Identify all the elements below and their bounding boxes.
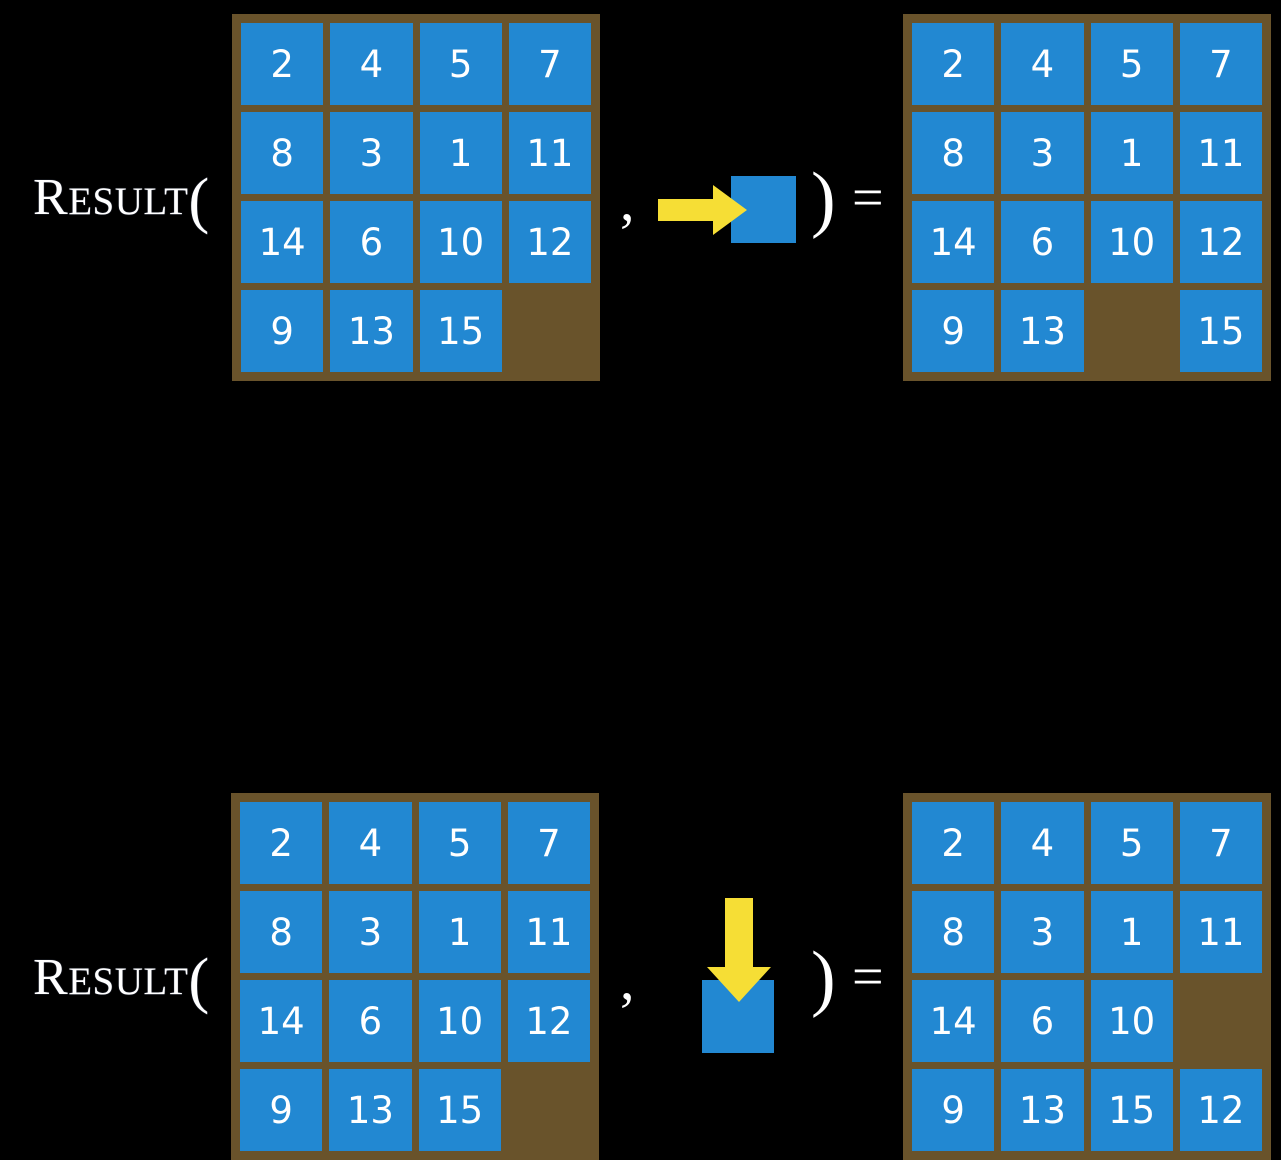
blank-tile[interactable] — [1180, 980, 1262, 1062]
tile[interactable]: 1 — [1090, 891, 1173, 973]
tile[interactable]: 12 — [1179, 1069, 1262, 1151]
tile[interactable]: 14 — [241, 201, 324, 283]
tile[interactable]: 13 — [329, 1069, 412, 1151]
tile[interactable]: 4 — [1001, 23, 1084, 105]
tile[interactable]: 7 — [1179, 23, 1262, 105]
tile[interactable]: 3 — [1001, 891, 1084, 973]
arrow-down-icon — [707, 898, 771, 1002]
tile[interactable]: 3 — [330, 112, 413, 194]
equation-row-right-move: RESULT( 2 4 5 7 8 3 1 11 14 6 10 12 9 13… — [0, 0, 1281, 390]
tile[interactable]: 6 — [330, 201, 413, 283]
result-label-rest: ESULT — [68, 960, 189, 1003]
tile[interactable]: 9 — [240, 1069, 323, 1151]
tile[interactable]: 10 — [1090, 980, 1173, 1062]
equals-sign: = — [852, 946, 884, 1008]
tile[interactable]: 15 — [1090, 1069, 1173, 1151]
tile[interactable]: 5 — [1090, 802, 1173, 884]
tile[interactable]: 11 — [508, 112, 591, 194]
tile[interactable]: 8 — [912, 891, 995, 973]
tile[interactable]: 11 — [1179, 891, 1262, 973]
tile[interactable]: 9 — [912, 290, 995, 372]
tile[interactable]: 6 — [329, 980, 412, 1062]
blank-tile[interactable] — [1091, 290, 1173, 372]
open-paren: ( — [188, 947, 210, 1015]
open-paren: ( — [188, 167, 210, 235]
tile[interactable]: 8 — [912, 112, 995, 194]
tile[interactable]: 3 — [329, 891, 412, 973]
tile[interactable]: 8 — [240, 891, 323, 973]
tile[interactable]: 1 — [1090, 112, 1173, 194]
initial-state-board-bottom: 2 4 5 7 8 3 1 11 14 6 10 12 9 13 15 — [231, 793, 599, 1160]
result-label-rest: ESULT — [68, 180, 189, 223]
tile[interactable]: 1 — [418, 891, 501, 973]
tile[interactable]: 12 — [507, 980, 590, 1062]
tile[interactable]: 5 — [419, 23, 502, 105]
close-paren: ) — [811, 158, 836, 240]
tile[interactable]: 7 — [508, 23, 591, 105]
tile[interactable]: 2 — [912, 802, 995, 884]
tile[interactable]: 15 — [419, 290, 502, 372]
tile[interactable]: 2 — [912, 23, 995, 105]
tile[interactable]: 6 — [1001, 201, 1084, 283]
tile[interactable]: 9 — [241, 290, 324, 372]
tile[interactable]: 11 — [1179, 112, 1262, 194]
tile[interactable]: 10 — [419, 201, 502, 283]
result-state-board-bottom: 2 4 5 7 8 3 1 11 14 6 10 9 13 15 12 — [903, 793, 1271, 1160]
blank-tile[interactable] — [508, 1069, 590, 1151]
tile[interactable]: 13 — [330, 290, 413, 372]
tile[interactable]: 11 — [507, 891, 590, 973]
tile[interactable]: 2 — [241, 23, 324, 105]
tile[interactable]: 2 — [240, 802, 323, 884]
tile[interactable]: 13 — [1001, 1069, 1084, 1151]
tile[interactable]: 7 — [507, 802, 590, 884]
initial-state-board-top: 2 4 5 7 8 3 1 11 14 6 10 12 9 13 15 — [232, 14, 600, 381]
result-state-board-top: 2 4 5 7 8 3 1 11 14 6 10 12 9 13 15 — [903, 14, 1271, 381]
tile[interactable]: 14 — [912, 201, 995, 283]
argument-separator-comma: , — [620, 168, 635, 233]
tile[interactable]: 4 — [329, 802, 412, 884]
result-label-initial: R — [33, 169, 69, 226]
tile[interactable]: 13 — [1001, 290, 1084, 372]
close-paren: ) — [811, 937, 836, 1019]
tile[interactable]: 4 — [330, 23, 413, 105]
tile[interactable]: 3 — [1001, 112, 1084, 194]
tile[interactable]: 5 — [418, 802, 501, 884]
move-down-illustration — [690, 895, 800, 1065]
tile[interactable]: 9 — [912, 1069, 995, 1151]
move-right-illustration — [655, 170, 805, 250]
tile[interactable]: 14 — [912, 980, 995, 1062]
tile[interactable]: 10 — [418, 980, 501, 1062]
equals-sign: = — [852, 167, 884, 229]
tile[interactable]: 15 — [1179, 290, 1262, 372]
tile[interactable]: 15 — [418, 1069, 501, 1151]
argument-separator-comma: , — [620, 947, 635, 1012]
tile[interactable]: 12 — [508, 201, 591, 283]
tile[interactable]: 6 — [1001, 980, 1084, 1062]
tile[interactable]: 4 — [1001, 802, 1084, 884]
blank-tile[interactable] — [509, 290, 591, 372]
equation-row-down-move: RESULT( 2 4 5 7 8 3 1 11 14 6 10 12 9 13… — [0, 390, 1281, 1160]
result-function-label: RESULT( — [33, 170, 210, 232]
tile[interactable]: 7 — [1179, 802, 1262, 884]
tile[interactable]: 5 — [1090, 23, 1173, 105]
tile[interactable]: 1 — [419, 112, 502, 194]
result-function-label: RESULT( — [33, 950, 210, 1012]
tile[interactable]: 12 — [1179, 201, 1262, 283]
tile[interactable]: 14 — [240, 980, 323, 1062]
arrow-right-icon — [658, 185, 747, 235]
tile[interactable]: 10 — [1090, 201, 1173, 283]
tile[interactable]: 8 — [241, 112, 324, 194]
result-label-initial: R — [33, 949, 69, 1006]
